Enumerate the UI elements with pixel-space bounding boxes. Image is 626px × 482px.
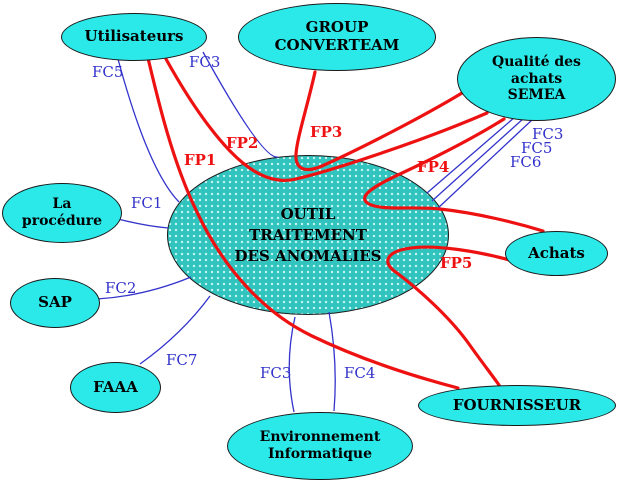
node-label: Informatique: [267, 446, 372, 462]
label-fc2: FC2: [105, 279, 137, 297]
label-fp4: FP4: [417, 158, 450, 176]
label-fc7: FC7: [166, 351, 198, 369]
node-label: SEMEA: [507, 87, 566, 104]
center-ellipse-outil-traitement: OUTIL TRAITEMENT DES ANOMALIES: [167, 155, 449, 315]
node-sap: SAP: [10, 278, 100, 328]
edge-fc6-right-line: [436, 118, 534, 210]
node-utilisateurs: Utilisateurs: [61, 13, 207, 61]
node-label: GROUP: [305, 18, 369, 37]
node-label: Utilisateurs: [84, 27, 184, 46]
label-fc4: FC4: [344, 364, 376, 382]
node-group-converteam: GROUP CONVERTEAM: [238, 3, 436, 71]
node-fournisseur: FOURNISSEUR: [418, 385, 616, 426]
center-label-line: OUTIL: [280, 204, 336, 223]
node-faaa: FAAA: [70, 362, 161, 413]
node-label: SAP: [38, 293, 72, 312]
edge-fc4-line: [328, 311, 336, 412]
edge-fp3-line: [294, 70, 464, 172]
label-fc5-right: FC5: [521, 139, 553, 157]
label-fc3-right: FC3: [532, 125, 564, 143]
node-label: FAAA: [93, 377, 138, 396]
label-fp1: FP1: [184, 151, 217, 169]
edge-fp4-line: [363, 117, 545, 233]
label-fc6-right: FC6: [510, 153, 542, 171]
node-label: Environnement: [259, 429, 381, 446]
label-fp3: FP3: [310, 123, 343, 141]
edge-fc7-line: [139, 295, 211, 365]
label-fc1: FC1: [131, 194, 163, 212]
node-label: FOURNISSEUR: [452, 395, 582, 414]
edge-fp2-line: [164, 57, 489, 182]
node-qualite-achats-semea: Qualité des achats SEMEA: [457, 37, 616, 121]
edge-fp5-line: [386, 245, 519, 387]
label-fc3-bottom: FC3: [260, 364, 292, 382]
label-fc5-left: FC5: [92, 63, 124, 81]
node-label: procédure: [21, 213, 103, 229]
node-label: Qualité des: [492, 54, 581, 71]
node-label: CONVERTEAM: [274, 36, 400, 54]
center-label-line: DES ANOMALIES: [234, 246, 382, 265]
edge-fc5-left-line: [117, 58, 180, 203]
edge-fc5-right-line: [431, 117, 525, 202]
node-la-procedure: La procédure: [2, 183, 122, 243]
edge-fc1-line: [117, 218, 169, 229]
node-label: achats: [510, 70, 563, 87]
node-label: La: [52, 196, 72, 213]
label-fc3-left: FC3: [189, 53, 221, 71]
edge-fp1-line: [146, 56, 460, 390]
edge-fc2-line: [96, 276, 192, 300]
node-environnement-informatique: Environnement Informatique: [227, 412, 413, 480]
label-fp2: FP2: [226, 134, 259, 152]
edge-fc3-right-line: [426, 116, 516, 194]
label-fp5: FP5: [440, 254, 473, 272]
node-achats: Achats: [505, 231, 608, 276]
node-label: Achats: [528, 243, 585, 262]
center-label-line: TRAITEMENT: [249, 225, 367, 244]
edge-fc3-left-line: [202, 51, 279, 158]
